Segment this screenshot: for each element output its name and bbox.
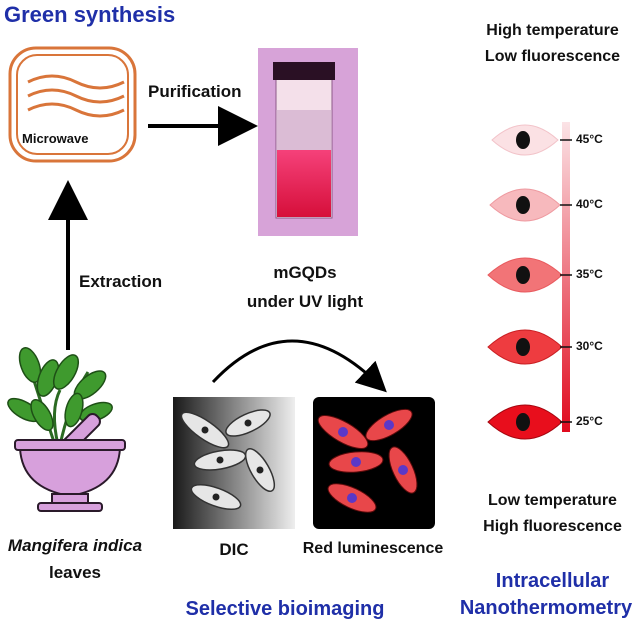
plant-species-label: Mangifera indica [7, 536, 143, 555]
cell-25 [487, 404, 563, 440]
red-luminescence-image [313, 397, 435, 529]
tick-label-35: 35°C [576, 267, 603, 281]
cell-30 [487, 329, 563, 365]
low-fluorescence-label: Low fluorescence [484, 48, 621, 65]
tick-label-40: 40°C [576, 197, 603, 211]
nanothermometry-title-line2: Nanothermometry [459, 597, 633, 619]
purification-label: Purification [148, 82, 242, 101]
microwave-label: Microwave [22, 131, 89, 146]
tick-label-25: 25°C [576, 414, 603, 428]
tick-label-30: 30°C [576, 339, 603, 353]
cell-40 [489, 188, 561, 222]
dic-label: DIC [219, 540, 249, 559]
bioimaging-arrow [211, 339, 387, 393]
cell-35 [487, 257, 563, 293]
red-luminescence-label: Red luminescence [302, 540, 444, 557]
nanothermometry-title-line1: Intracellular [495, 570, 610, 592]
thermo-ticks [560, 139, 572, 423]
extraction-label: Extraction [79, 272, 163, 291]
vial-icon [258, 48, 358, 236]
thermo-cells [487, 124, 563, 440]
microwave-icon [8, 46, 137, 163]
high-temp-label: High temperature [486, 22, 619, 39]
selective-bioimaging-title: Selective bioimaging [185, 598, 385, 620]
low-temp-label: Low temperature [488, 492, 617, 509]
dic-image [173, 397, 295, 529]
thermometer-bar [562, 122, 570, 432]
tick-label-45: 45°C [576, 132, 603, 146]
mortar-plant-icon [7, 347, 126, 512]
green-synthesis-title: Green synthesis [4, 2, 176, 27]
plant-leaves-label: leaves [49, 563, 101, 582]
cell-45 [491, 124, 559, 156]
mgqds-label: mGQDs [273, 263, 337, 282]
uv-light-label: under UV light [246, 292, 364, 311]
high-fluorescence-label: High fluorescence [483, 518, 622, 535]
